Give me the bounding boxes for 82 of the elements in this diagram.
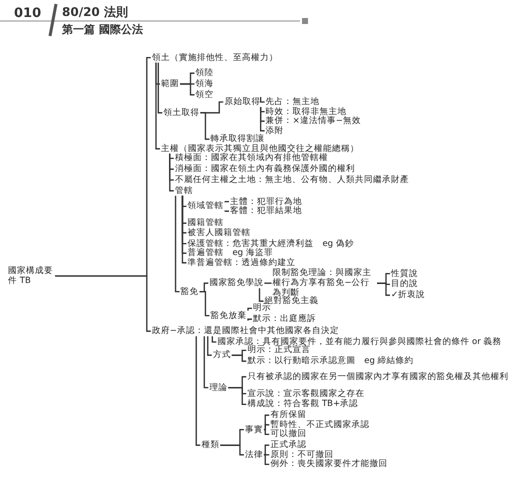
outline-topic: 添附 — [266, 126, 284, 136]
outline-topic: 方式 — [212, 350, 231, 360]
bracket-line — [196, 336, 200, 446]
bracket-line — [212, 336, 216, 343]
section-title: 第一篇 國際公法 — [62, 22, 143, 37]
bracket-line — [264, 424, 270, 430]
bracket-line — [158, 62, 162, 114]
bracket-line — [260, 97, 265, 103]
bracket-line — [200, 112, 210, 140]
outline-topic: 準普遍管轄：透過條約建立 — [187, 258, 296, 268]
outline-topic: 只有被承認的國家在另一個國家內才享有國家的豁免權及其他權利 — [247, 372, 512, 382]
bracket-line — [247, 308, 252, 311]
outline-topic: 保護管轄：危害其重大經濟利益 eg 偽鈔 — [187, 238, 354, 249]
bracket-line — [264, 282, 272, 284]
outline-topic: 領土（實施排他性、至高權力） — [152, 52, 278, 63]
bracket-line — [264, 454, 270, 466]
outline-topic: 國家構成要件 TB — [8, 266, 54, 286]
outline-topic: 客體：犯罪結果地 — [230, 206, 302, 216]
page-number: 010 — [14, 6, 42, 21]
bracket-line — [247, 318, 252, 321]
outline-topic: 普遍管轄 eg 海盜罪 — [187, 248, 273, 258]
outline-topic: 領陸 — [196, 68, 214, 78]
outline-topic: 先占：無主地 — [266, 97, 320, 107]
bracket-line — [207, 336, 212, 356]
bracket-line — [264, 428, 270, 436]
outline-topic: 構成說：符合客觀 TB+承認 — [247, 399, 358, 410]
bracket-line — [224, 200, 229, 202]
outline-topic: 法律 — [244, 450, 263, 460]
outline-topic: 兼併：×違法情事−無效 — [266, 116, 361, 126]
outline-topic: 正式承認 — [270, 440, 306, 450]
outline-topic: 轉承取得割讓 — [210, 134, 264, 144]
outline-topic: ✓折衷說 — [391, 290, 426, 300]
outline-topic: 管轄 — [174, 186, 193, 196]
outline-topic: 默示：出庭應訴 — [253, 314, 316, 324]
outline-topic: 理論 — [209, 382, 228, 393]
outline-topic: 政府−承認：還是國際社會中其他國家各自決定 — [152, 326, 339, 336]
outline-topic: 積極面：國家在其領域內有排他管轄權 — [174, 153, 328, 164]
bracket-line — [264, 454, 270, 456]
outline-topic: 範圍 — [161, 79, 179, 89]
outline-topic: 主體：犯罪行為地 — [230, 196, 302, 207]
outline-topic: 豁免放棄 — [210, 310, 246, 321]
outline-topic: 領空 — [196, 90, 214, 100]
bracket-line — [232, 354, 246, 362]
outline-topic: 領土取得 — [163, 108, 200, 118]
outline-topic: 原則：不可撤回 — [270, 450, 334, 460]
bracket-line — [228, 386, 246, 406]
outline-topic: 豁免 — [180, 286, 199, 297]
outline-topic: 時效：取得非無主地 — [266, 106, 347, 117]
outline-topic: 被害人國籍管轄 — [187, 228, 250, 238]
bracket-line — [204, 336, 208, 388]
bracket-line — [264, 444, 270, 456]
outline-topic: 種類 — [201, 440, 220, 450]
book-title: 80/20 法則 — [62, 4, 128, 21]
outline-topic: 目的說 — [391, 279, 418, 290]
bracket-line — [169, 154, 174, 192]
bracket-line — [200, 290, 210, 316]
outline-topic: 可以撤回 — [270, 429, 306, 440]
outline-topic: 領域管轄 — [187, 201, 224, 212]
outline-topic: 暫時性、不正式國家承認 — [270, 420, 370, 430]
outline-topic: 不屬任何主權之土地：無主地、公有物、人類共同繼承財產 — [174, 175, 409, 185]
outline-topic: 性質說 — [391, 268, 418, 279]
bracket-line — [180, 83, 194, 96]
bracket-line — [258, 288, 264, 302]
bracket-line — [174, 196, 180, 292]
bracket-line — [55, 275, 151, 332]
bracket-line — [377, 282, 390, 296]
bracket-line — [220, 444, 244, 456]
outline-topic: 原始取得 — [224, 97, 260, 107]
outline-topic: 有所保留 — [270, 410, 306, 420]
outline-topic: 國家豁免學說 — [209, 278, 264, 288]
outline-topic: 事實 — [244, 424, 263, 435]
outline-topic: 消極面：國家在領土內有義務保護外國的權利 — [174, 164, 355, 174]
outline-topic: 領海 — [196, 79, 214, 89]
bracket-line — [155, 62, 160, 150]
bracket-line — [224, 210, 229, 212]
outline-topic: 默示：以行動暗示承認意圖 eg 締結條約 — [247, 356, 414, 366]
outline-topic: 主權（國家表示其獨立且與他國交往之權能總稱） — [161, 144, 359, 154]
outline-topic: 宣示說：宣示客觀國家之存在 — [247, 388, 364, 399]
outline-topic: 國籍管轄 — [187, 218, 224, 228]
outline-topic: 明示：正式宣言 — [247, 345, 310, 356]
bracket-line — [260, 107, 265, 132]
outline-topic: 例外：喪失國家要件才能撤回 — [270, 459, 388, 470]
